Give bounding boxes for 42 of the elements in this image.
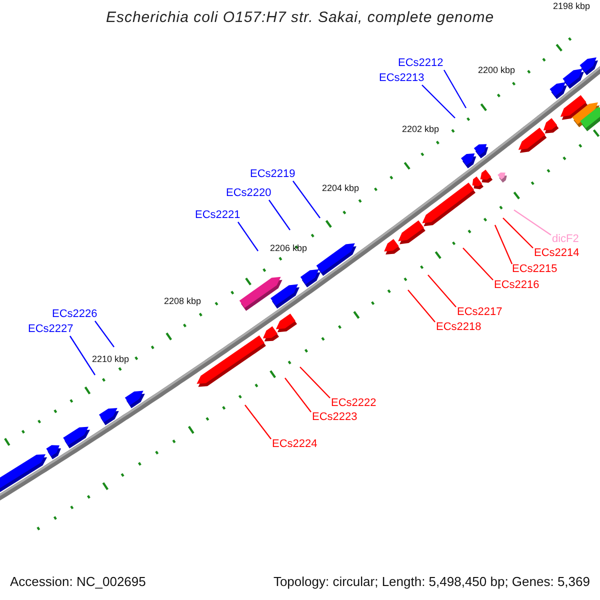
gene-label: ECs2217 (457, 306, 502, 319)
gene-label: ECs2224 (272, 438, 318, 451)
leader-line (70, 336, 96, 376)
scale-label: 2208 kbp (164, 296, 202, 307)
gene-label: dicF2 (552, 233, 579, 246)
scale-label: 2202 kbp (402, 124, 440, 135)
scale-label: 2200 kbp (478, 65, 516, 76)
leader-line (514, 210, 552, 236)
scale-label: 2204 kbp (322, 183, 360, 194)
scale-label: 2210 kbp (92, 354, 130, 365)
leader-line (238, 222, 258, 252)
leader-line (494, 224, 513, 264)
gene-label: ECs2220 (226, 187, 272, 200)
gene-label: ECs2213 (379, 72, 424, 85)
accession-text: Accession: NC_002695 (10, 574, 146, 589)
leader-line (443, 70, 467, 108)
leader-line (408, 290, 436, 322)
gene-label: ECs2216 (494, 279, 540, 292)
gene-label: ECs2226 (52, 308, 98, 321)
leader-line (428, 274, 456, 308)
gene-label: ECs2223 (312, 411, 358, 424)
title: Escherichia coli O157:H7 str. Sakai, complete genome (104, 8, 496, 28)
gene-label: ECs2212 (398, 57, 444, 70)
scale-label: 2206 kbp (270, 243, 308, 254)
leader-line (422, 84, 456, 118)
gene-label: ECs2215 (512, 263, 558, 276)
leader-line (462, 248, 494, 280)
leader-line (94, 320, 114, 348)
leader-line (284, 378, 312, 412)
gene-label: ECs2219 (250, 168, 296, 181)
leader-line (268, 200, 290, 230)
scale-label: 2198 kbp (553, 1, 590, 12)
leader-line (244, 404, 272, 440)
gene-label: ECs2222 (331, 397, 376, 410)
gene-label: ECs2218 (436, 321, 482, 334)
leader-line (300, 366, 330, 398)
gene-label: ECs2221 (195, 209, 240, 222)
leader-line (292, 180, 320, 218)
genome-info-text: Topology: circular; Length: 5,498,450 bp; Genes: 5,369 (273, 574, 590, 589)
leader-line (502, 218, 534, 248)
gene-label: ECs2227 (28, 323, 74, 336)
gene-label: ECs2214 (534, 247, 580, 260)
